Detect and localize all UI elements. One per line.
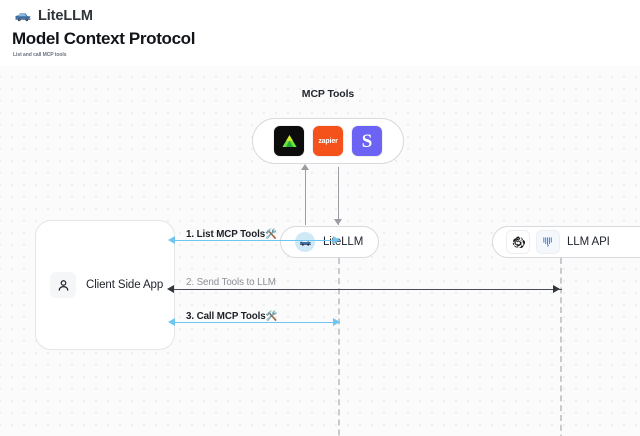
flow-1-line bbox=[172, 240, 340, 241]
node-litellm-label: LiteLLM bbox=[323, 236, 364, 248]
diagram-canvas: MCP Tools zapier S bbox=[0, 66, 640, 436]
flow-2-label: 2. Send Tools to LLM bbox=[186, 277, 276, 288]
user-person-icon bbox=[50, 272, 76, 298]
client-side-app-label: Client Side App bbox=[86, 279, 164, 291]
flow-1-arrowhead-left bbox=[168, 236, 175, 244]
mcp-tools-pill: zapier S bbox=[252, 118, 404, 164]
connector-litellm-to-tools-down bbox=[338, 167, 339, 225]
lifeline-llm-api bbox=[560, 258, 562, 436]
flow-1-label: 1. List MCP Tools🛠️ bbox=[186, 229, 277, 240]
node-llm-api-label: LLM API bbox=[567, 236, 610, 248]
flow-2-line bbox=[172, 289, 562, 290]
s-letter-glyph: S bbox=[361, 130, 373, 152]
mcp-tools-group: MCP Tools zapier S bbox=[252, 88, 404, 164]
litellm-truck-logo-icon bbox=[15, 13, 31, 22]
flow-3-arrowhead-left bbox=[168, 318, 175, 326]
flow-3-line bbox=[172, 322, 340, 323]
flow-3-label: 3. Call MCP Tools🛠️ bbox=[186, 311, 278, 322]
flow-2-arrowhead-right bbox=[553, 285, 560, 293]
brand-header: LiteLLM bbox=[14, 7, 93, 25]
connector-tools-to-litellm-up bbox=[305, 167, 306, 225]
flow-1-arrowhead-right bbox=[333, 236, 340, 244]
arrowhead-down-icon bbox=[334, 219, 342, 225]
client-side-app-box[interactable]: Client Side App bbox=[35, 220, 175, 350]
page-subtitle: List and call MCP tools bbox=[13, 52, 67, 58]
tool-tile-zapier[interactable]: zapier bbox=[313, 126, 343, 156]
tools-emoji-icon-2: 🛠️ bbox=[265, 311, 278, 322]
litellm-avatar-icon bbox=[295, 232, 315, 252]
node-litellm[interactable]: LiteLLM bbox=[280, 226, 379, 258]
page-title: Model Context Protocol bbox=[12, 29, 196, 48]
mcp-tools-label: MCP Tools bbox=[301, 88, 355, 100]
flow-3-arrowhead-right bbox=[333, 318, 340, 326]
node-llm-api[interactable]: LLM API bbox=[492, 226, 640, 258]
tool-tile-anthropic[interactable] bbox=[274, 126, 304, 156]
flow-2-arrowhead-left bbox=[167, 285, 174, 293]
tools-emoji-icon: 🛠️ bbox=[265, 229, 277, 240]
brand-name: LiteLLM bbox=[38, 7, 93, 24]
openai-logo-icon bbox=[507, 231, 529, 253]
triangle-glyph-icon bbox=[281, 134, 297, 147]
anthropic-logo-icon bbox=[537, 231, 559, 253]
zapier-wordmark: zapier bbox=[318, 137, 338, 145]
tool-tile-slack[interactable]: S bbox=[352, 126, 382, 156]
arrowhead-up-icon bbox=[301, 164, 309, 170]
lifeline-litellm bbox=[338, 258, 340, 436]
